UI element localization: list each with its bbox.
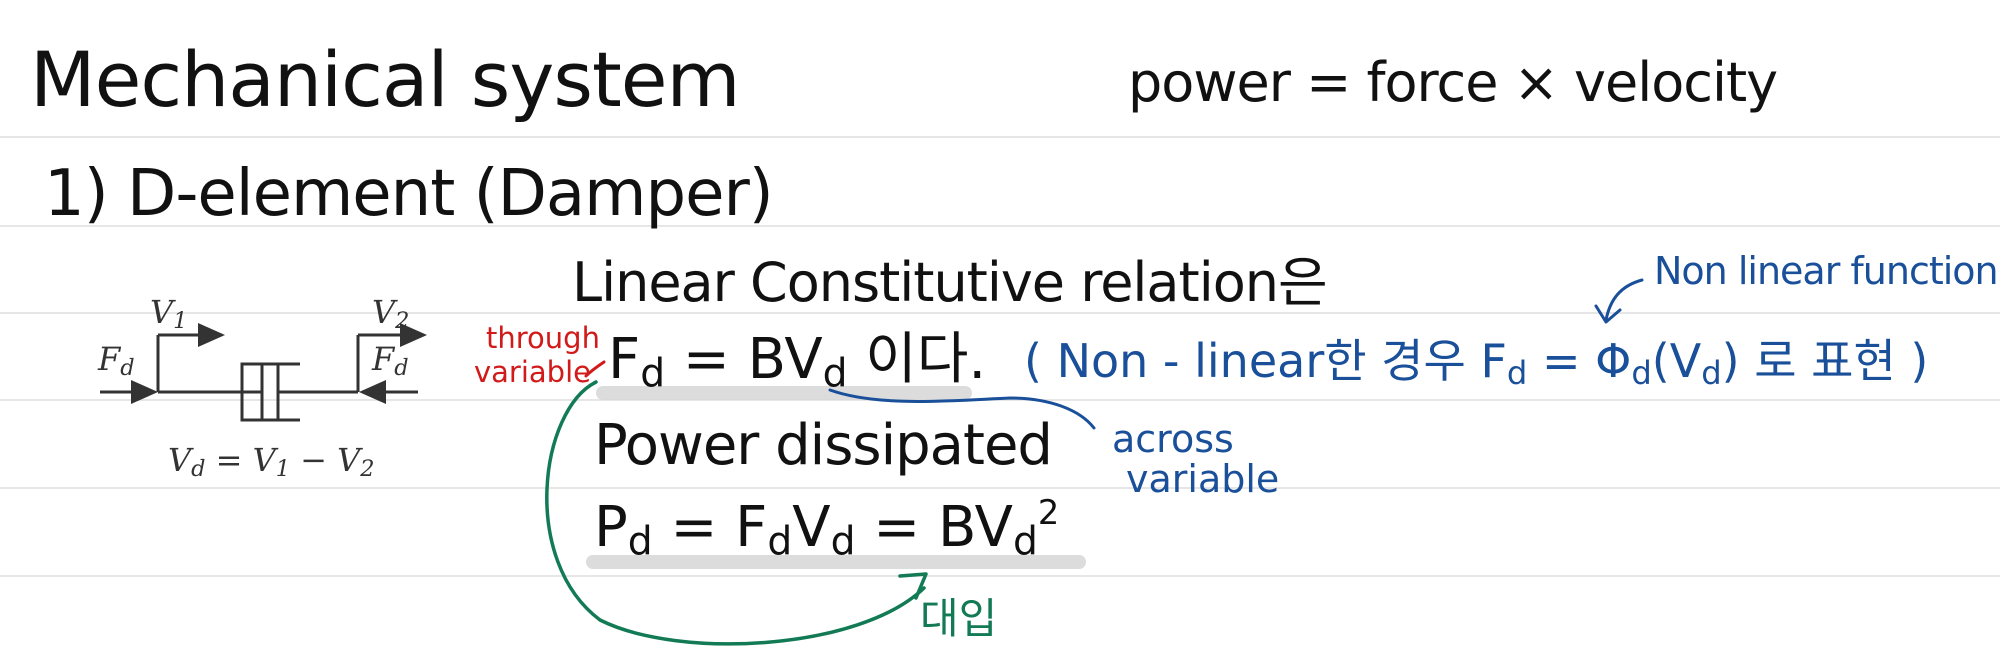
substitute-label: 대입	[920, 594, 998, 643]
substitute-curve	[545, 380, 926, 646]
nonlinear-function-label: Non linear function	[1654, 249, 1999, 293]
section-label: 1) D-element (Damper)	[44, 157, 774, 231]
power-dissipated-label: Power dissipated	[594, 413, 1053, 478]
across-variable-label-2: variable	[1126, 457, 1280, 501]
damper-cylinder	[240, 362, 300, 422]
nonlinear-function-arrow	[1604, 278, 1644, 322]
rule-line	[0, 575, 2000, 577]
power-equation: Pd = FdVd = BVd2	[594, 493, 1060, 565]
rule-line	[0, 487, 2000, 489]
rule-line	[0, 225, 2000, 227]
v1-label: V1	[150, 293, 188, 334]
fd-right-label: Fd	[372, 340, 409, 381]
rule-line	[0, 399, 2000, 401]
nonlinear-function-arrowhead	[1594, 304, 1622, 324]
velocity-relation: Vd = V1 − V2	[168, 441, 375, 482]
through-variable-label-1: through	[486, 321, 600, 355]
nonlinear-note: ( Non - linear한 경우 Fd = Φd(Vd) 로 표현 )	[1024, 334, 1929, 393]
highlight-power-equation	[586, 555, 1086, 569]
v2-label: V2	[372, 293, 410, 334]
force-equation: Fd = BVd 이다.	[608, 327, 987, 397]
substitute-arrowhead	[898, 572, 928, 600]
page-title: Mechanical system	[30, 35, 741, 124]
across-variable-label-1: across	[1112, 417, 1234, 461]
highlight-force-equation	[596, 386, 972, 400]
through-variable-connector	[584, 360, 606, 378]
rule-line	[0, 136, 2000, 138]
through-variable-label-2: variable	[474, 355, 591, 389]
linear-relation-heading: Linear Constitutive relation은	[572, 251, 1328, 314]
fd-left-label: Fd	[98, 340, 135, 381]
power-formula: power = force × velocity	[1128, 51, 1778, 114]
across-variable-curve	[828, 388, 1096, 430]
rule-line	[0, 312, 2000, 314]
